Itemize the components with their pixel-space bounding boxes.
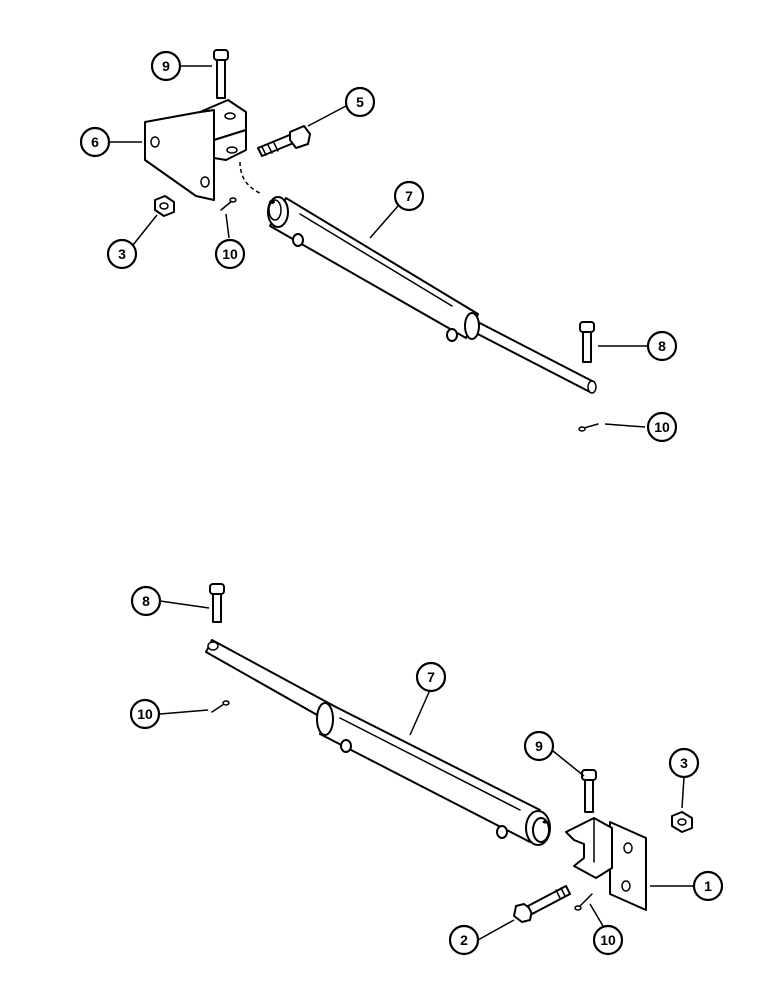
callout-b9: 9 [523,730,555,762]
nut-3-bottom [671,811,693,833]
bolt-9-bottom [581,769,597,813]
callout-label: 10 [137,706,153,722]
callout-label: 10 [654,419,670,435]
callout-label: 5 [356,94,364,110]
callout-label: 8 [142,593,150,609]
callout-t8: 8 [646,330,678,362]
callout-t10b: 10 [646,411,678,443]
callout-b1: 1 [692,870,724,902]
callout-label: 7 [427,669,435,685]
callout-b3: 3 [668,747,700,779]
callout-label: 6 [91,134,99,150]
bolt-8-top [579,321,595,363]
callout-b8: 8 [130,585,162,617]
cotter-pin-10-top [220,197,237,211]
callout-label: 2 [460,932,468,948]
callout-label: 9 [535,738,543,754]
callout-t9: 9 [150,50,182,82]
callout-label: 3 [118,246,126,262]
bracket-6 [144,99,247,201]
callout-t7: 7 [393,180,425,212]
bolt-2 [513,885,571,923]
cotter-pin-10-bottom-left [211,700,230,713]
callout-b7: 7 [415,661,447,693]
callout-label: 1 [704,878,712,894]
bolt-5 [257,125,311,157]
cylinder-7-bottom [205,639,551,846]
bolt-8-bottom [209,583,225,623]
callout-t6: 6 [79,126,111,158]
callout-label: 9 [162,58,170,74]
nut-3-top [154,195,175,217]
top-assembly [110,49,648,432]
callout-t5: 5 [344,86,376,118]
callout-label: 10 [222,246,238,262]
callout-t10a: 10 [214,238,246,270]
callout-b2: 2 [448,924,480,956]
cylinder-7-top [267,196,597,394]
bracket-1 [565,817,647,911]
callout-label: 10 [600,932,616,948]
callout-b10a: 10 [129,698,161,730]
callout-b10b: 10 [592,924,624,956]
callout-t3: 3 [106,238,138,270]
cotter-pin-10-top-right [578,423,599,432]
callout-label: 3 [680,755,688,771]
bottom-assembly [159,583,694,941]
cotter-pin-10-bottom-right [574,893,593,911]
callout-label: 7 [405,188,413,204]
dashed-link-top [239,161,263,195]
callout-label: 8 [658,338,666,354]
bolt-9-top [213,49,229,99]
